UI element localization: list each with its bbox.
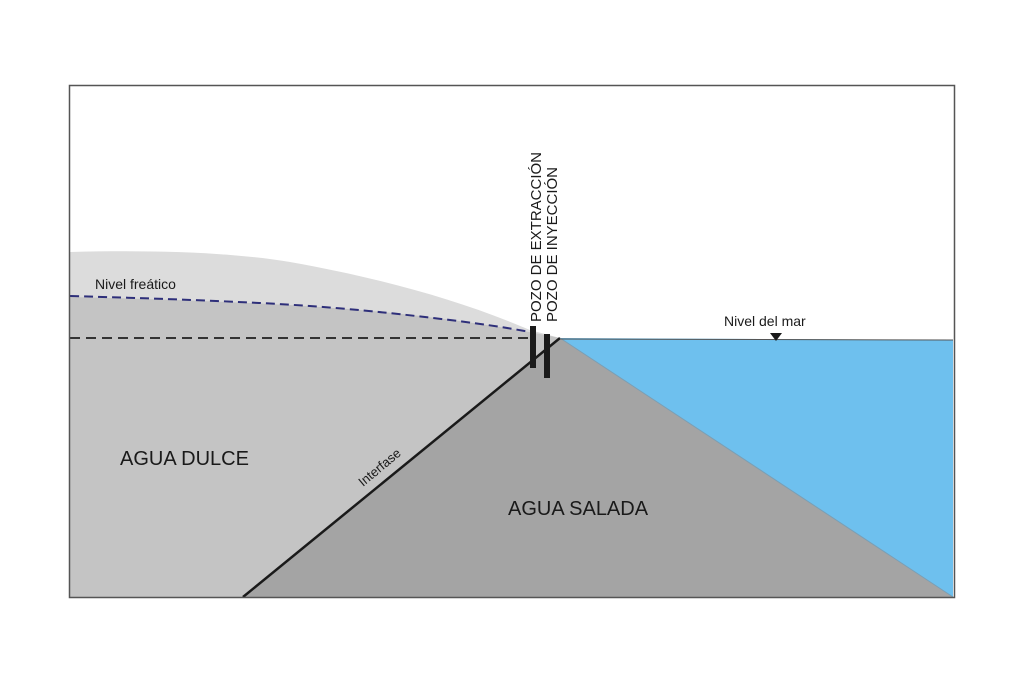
label-nivel-freatico: Nivel freático xyxy=(95,276,176,292)
label-nivel-del-mar: Nivel del mar xyxy=(724,313,806,329)
injection-well xyxy=(544,334,550,378)
label-agua-salada: AGUA SALADA xyxy=(508,498,649,520)
label-agua-dulce: AGUA DULCE xyxy=(120,448,249,470)
label-pozo-extraccion: POZO DE EXTRACCIÓN xyxy=(528,152,545,322)
label-pozo-inyeccion: POZO DE INYECCIÓN xyxy=(544,167,561,322)
extraction-well xyxy=(530,326,536,368)
